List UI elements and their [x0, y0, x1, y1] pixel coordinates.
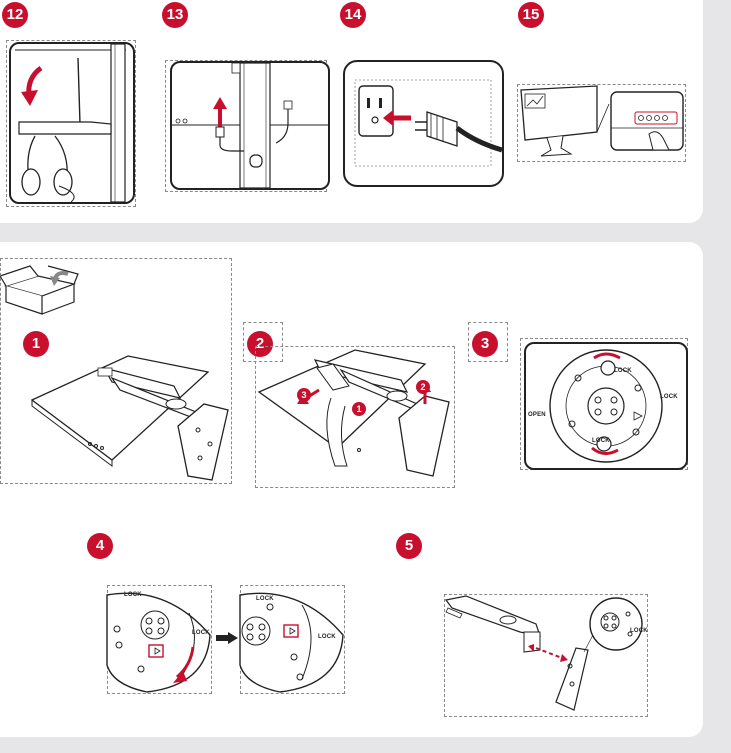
step-12-dashed-frame	[6, 40, 136, 207]
step-3-badge-frame	[468, 322, 508, 362]
box-icon	[0, 265, 79, 315]
base-lock-detail-before	[106, 592, 211, 693]
step-badge-4: 4	[87, 533, 113, 559]
step-3-illustration	[524, 342, 688, 470]
step-badge-1: 1	[23, 331, 49, 357]
lock-label-top: LOCK	[614, 368, 632, 374]
open-label: OPEN	[528, 412, 546, 418]
arrow-right-icon	[216, 632, 238, 644]
step-badge-5: 5	[396, 533, 422, 559]
marker-2: 2	[416, 380, 430, 394]
step-1-dashed-frame	[0, 258, 232, 484]
step-badge-13: 13	[162, 2, 188, 28]
base-lock-drawing	[549, 349, 663, 463]
lock-label-step4-b: LOCK	[318, 634, 336, 640]
lock-label-step4-top-b: LOCK	[256, 596, 274, 602]
cable-connection-drawing	[172, 63, 328, 188]
step-14-illustration	[343, 60, 504, 187]
step-badge-2: 2	[247, 331, 273, 357]
power-plug-drawing	[354, 79, 502, 167]
marker-3: 3	[297, 388, 311, 402]
step-badge-3: 3	[472, 331, 498, 357]
lock-label-step4-a: LOCK	[192, 630, 210, 636]
marker-1: 1	[352, 402, 366, 416]
step-13-illustration	[170, 61, 330, 190]
bottom-panel: 1 2 3 2 1 3	[0, 242, 703, 737]
step-badge-12: 12	[2, 2, 28, 28]
step-badge-15: 15	[518, 2, 544, 28]
monitor-stand-removal-drawing	[257, 349, 450, 477]
stand-base-attach-drawing	[444, 595, 643, 711]
step-5-dashed-frame	[444, 594, 648, 717]
headphone-hook-drawing	[15, 44, 126, 202]
base-lock-detail-after	[239, 592, 344, 693]
monitor-stand-attached-drawing	[30, 355, 229, 481]
step-2-badge-frame	[243, 322, 283, 362]
lock-label-step5: LOCK	[630, 628, 648, 634]
lock-label-step4-top-a: LOCK	[124, 592, 142, 598]
power-on-drawing	[520, 85, 684, 157]
step-badge-14: 14	[340, 2, 366, 28]
lock-label-bottom: LOCK	[592, 438, 610, 444]
lock-label-right: LOCK	[660, 394, 678, 400]
step-12-illustration	[9, 42, 135, 204]
top-panel: 12 13	[0, 0, 703, 223]
step-15-dashed-frame	[517, 84, 686, 162]
step-2-dashed-frame	[255, 346, 455, 488]
